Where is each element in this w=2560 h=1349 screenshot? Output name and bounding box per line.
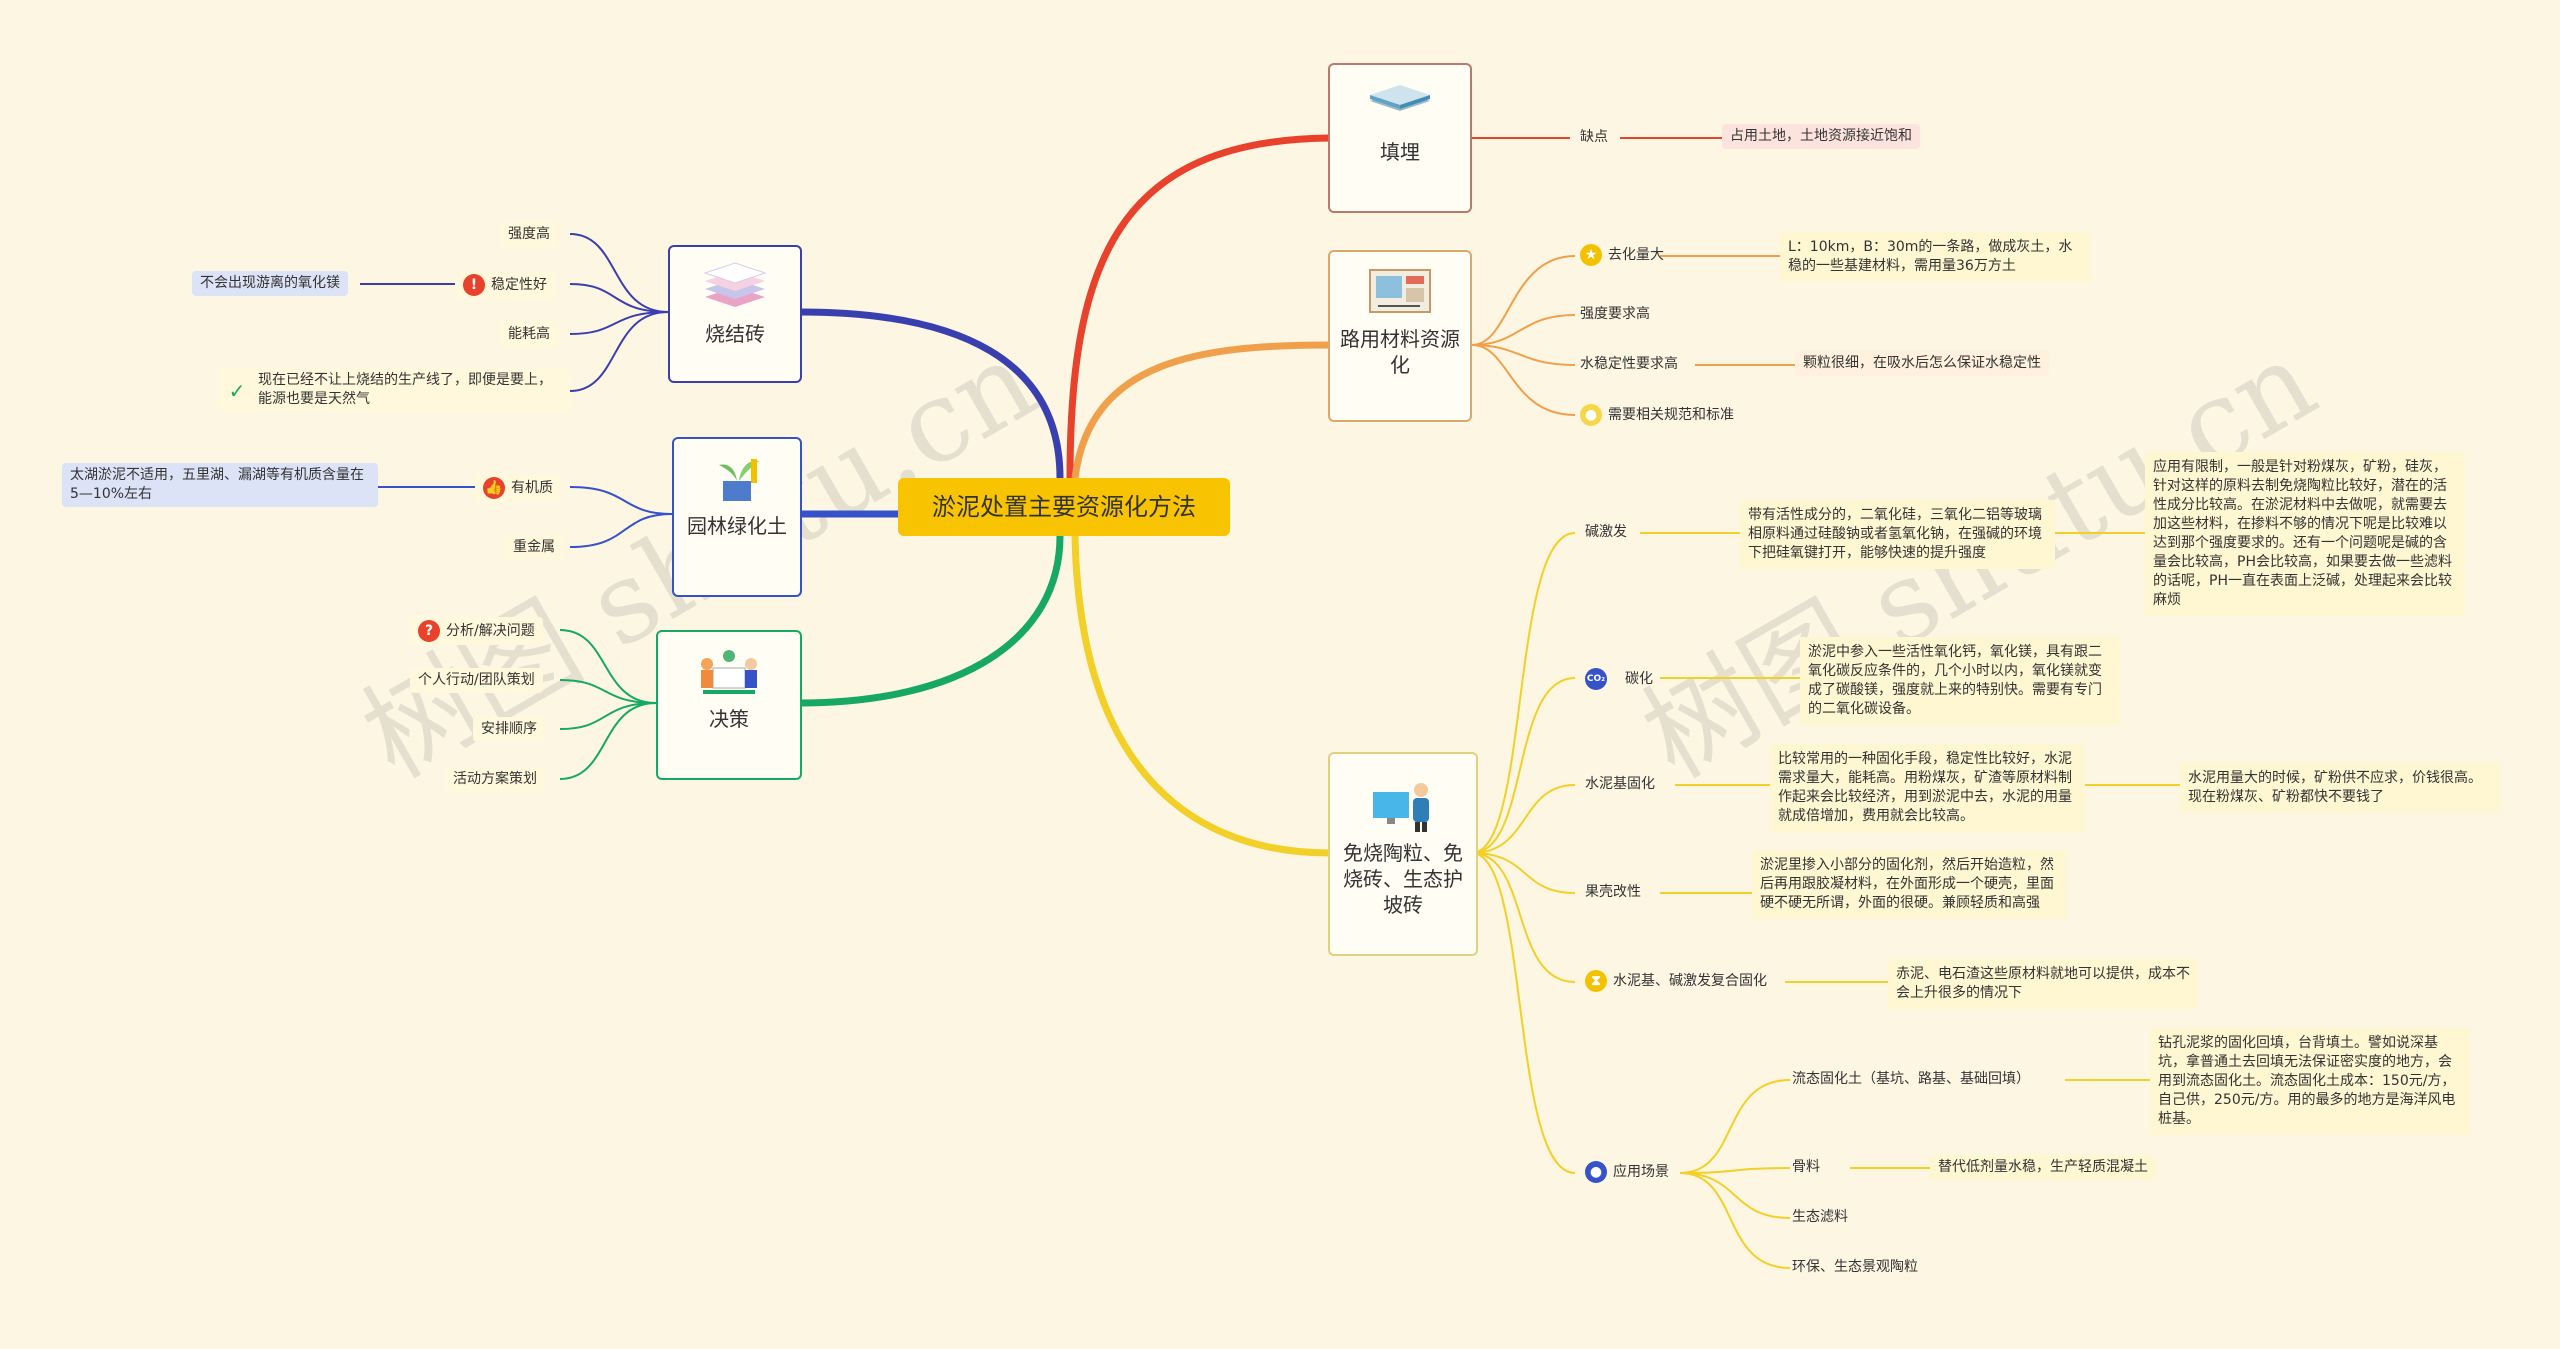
plant-icon	[719, 459, 759, 501]
question-icon: ?	[418, 620, 440, 642]
topic-title: 决策	[709, 707, 749, 731]
label-eco-filter[interactable]: 生态滤料	[1792, 1209, 1848, 1225]
label-flowable-soil[interactable]: 流态固化土（基坑、路基、基础回填）	[1792, 1071, 2030, 1087]
label-analyze-problem[interactable]: ?分析/解决问题	[410, 617, 543, 645]
note-cement-solidification[interactable]: 比较常用的一种固化手段，稳定性比较好，水泥需求量大，能耗高。用粉煤灰，矿渣等原材…	[1770, 744, 2085, 832]
hourglass-icon: ⧗	[1585, 970, 1607, 992]
label-composite-solidification[interactable]: ⧗水泥基、碱激发复合固化	[1585, 970, 1767, 992]
label-high-strength[interactable]: 强度要求高	[1580, 306, 1650, 322]
person-computer-icon	[1373, 783, 1429, 832]
topic-sintered-brick[interactable]: 烧结砖	[668, 245, 802, 383]
note-large-consumption[interactable]: L：10km，B：30m的一条路，做成灰土，水稳的一些基建材料，需用量36万方土	[1780, 232, 2090, 282]
topic-garden-soil[interactable]: 园林绿化土	[672, 437, 802, 597]
topic-title: 烧结砖	[705, 322, 765, 346]
thumbs-up-icon: 👍	[483, 477, 505, 499]
check-icon: ✓	[228, 379, 246, 403]
label-large-consumption[interactable]: ★去化量大	[1580, 244, 1664, 266]
label-organic-matter[interactable]: 👍有机质	[475, 474, 561, 502]
label-defect[interactable]: 缺点	[1580, 129, 1608, 145]
topic-decision[interactable]: 决策	[656, 630, 802, 780]
label-standards[interactable]: ●需要相关规范和标准	[1580, 404, 1734, 426]
alert-icon: !	[463, 274, 485, 296]
label-water-stability[interactable]: 水稳定性要求高	[1580, 356, 1678, 372]
label-eco-ceramsite[interactable]: 环保、生态景观陶粒	[1792, 1259, 1918, 1275]
branch-line-fill	[1066, 134, 1331, 479]
label-personal-action[interactable]: 个人行动/团队策划	[410, 668, 543, 693]
topic-title: 免烧陶粒、免烧砖、生态护坡砖	[1343, 841, 1463, 917]
layers-icon	[1370, 85, 1430, 111]
topic-title: 路用材料资源化	[1340, 327, 1460, 377]
branch-line-road	[1071, 341, 1331, 479]
label-high-strength-brick[interactable]: 强度高	[500, 222, 558, 247]
label-heavy-metal[interactable]: 重金属	[505, 535, 563, 560]
note-alkali-activation-detail[interactable]: 应用有限制，一般是针对粉煤灰，矿粉，硅灰，针对这样的原料去制免烧陶粒比较好，潜在…	[2145, 452, 2465, 616]
label-activity-plan[interactable]: 活动方案策划	[445, 767, 545, 792]
label-high-energy[interactable]: 能耗高	[500, 322, 558, 347]
drawing-board-icon	[1369, 269, 1431, 313]
label-alkali-activation[interactable]: 碱激发	[1585, 524, 1627, 540]
note-organic-matter[interactable]: 太湖淤泥不适用，五里湖、漏湖等有机质含量在5—10%左右	[62, 463, 378, 507]
note-shell-modification[interactable]: 淤泥里掺入小部分的固化剂，然后开始造粒，然后再用跟胶凝材料，在外面形成一个硬壳，…	[1752, 850, 2067, 919]
note-carbonation[interactable]: 淤泥中参入一些活性氧化钙，氧化镁，具有跟二氧化碳反应条件的，几个小时以内，氧化镁…	[1800, 637, 2120, 725]
root-topic[interactable]: 淤泥处置主要资源化方法	[898, 478, 1230, 536]
label-application-scenarios[interactable]: ●应用场景	[1585, 1161, 1669, 1183]
branch-line-decision	[799, 535, 1064, 707]
branch-line-brick	[799, 308, 1064, 479]
label-aggregate[interactable]: 骨料	[1792, 1159, 1820, 1175]
label-good-stability[interactable]: !稳定性好	[455, 271, 555, 299]
team-icon	[701, 650, 757, 694]
branch-line-ceramsite	[1071, 535, 1331, 857]
stack-icon	[703, 262, 767, 307]
topic-fill[interactable]: 填埋	[1328, 63, 1472, 213]
note-defect[interactable]: 占用土地，土地资源接近饱和	[1722, 124, 1920, 149]
topic-road-material[interactable]: 路用材料资源化	[1328, 250, 1472, 422]
user-icon: ●	[1585, 1161, 1607, 1183]
topic-ceramsite[interactable]: 免烧陶粒、免烧砖、生态护坡砖	[1328, 752, 1478, 956]
label-no-new-lines[interactable]: ✓现在已经不让上烧结的生产线了，即便是要上，能源也要是天然气	[218, 368, 570, 412]
co2-icon: CO₂	[1585, 668, 1607, 690]
topic-title: 填埋	[1380, 140, 1420, 164]
note-flowable-soil[interactable]: 钻孔泥浆的固化回填，台背填土。譬如说深基坑，拿普通土去回填无法保证密实度的地方，…	[2150, 1028, 2470, 1135]
star-icon: ★	[1580, 244, 1602, 266]
note-no-free-mgo[interactable]: 不会出现游离的氧化镁	[192, 271, 348, 296]
note-composite-solidification[interactable]: 赤泥、电石渣这些原材料就地可以提供，成本不会上升很多的情况下	[1888, 959, 2198, 1009]
label-shell-modification[interactable]: 果壳改性	[1585, 884, 1641, 900]
topic-title: 园林绿化土	[687, 514, 787, 538]
note-alkali-activation[interactable]: 带有活性成分的，二氧化硅，三氧化二铝等玻璃相原料通过硅酸钠或者氢氧化钠，在强碱的…	[1740, 500, 2055, 569]
label-arrange-order[interactable]: 安排顺序	[473, 717, 545, 742]
label-cement-solidification[interactable]: 水泥基固化	[1585, 776, 1655, 792]
note-aggregate[interactable]: 替代低剂量水稳，生产轻质混凝土	[1930, 1155, 2156, 1180]
bulb-icon: ●	[1580, 404, 1602, 426]
note-water-stability[interactable]: 颗粒很细，在吸水后怎么保证水稳定性	[1795, 351, 2049, 376]
note-cement-detail[interactable]: 水泥用量大的时候，矿粉供不应求，价钱很高。现在粉煤灰、矿粉都快不要钱了	[2180, 763, 2500, 813]
